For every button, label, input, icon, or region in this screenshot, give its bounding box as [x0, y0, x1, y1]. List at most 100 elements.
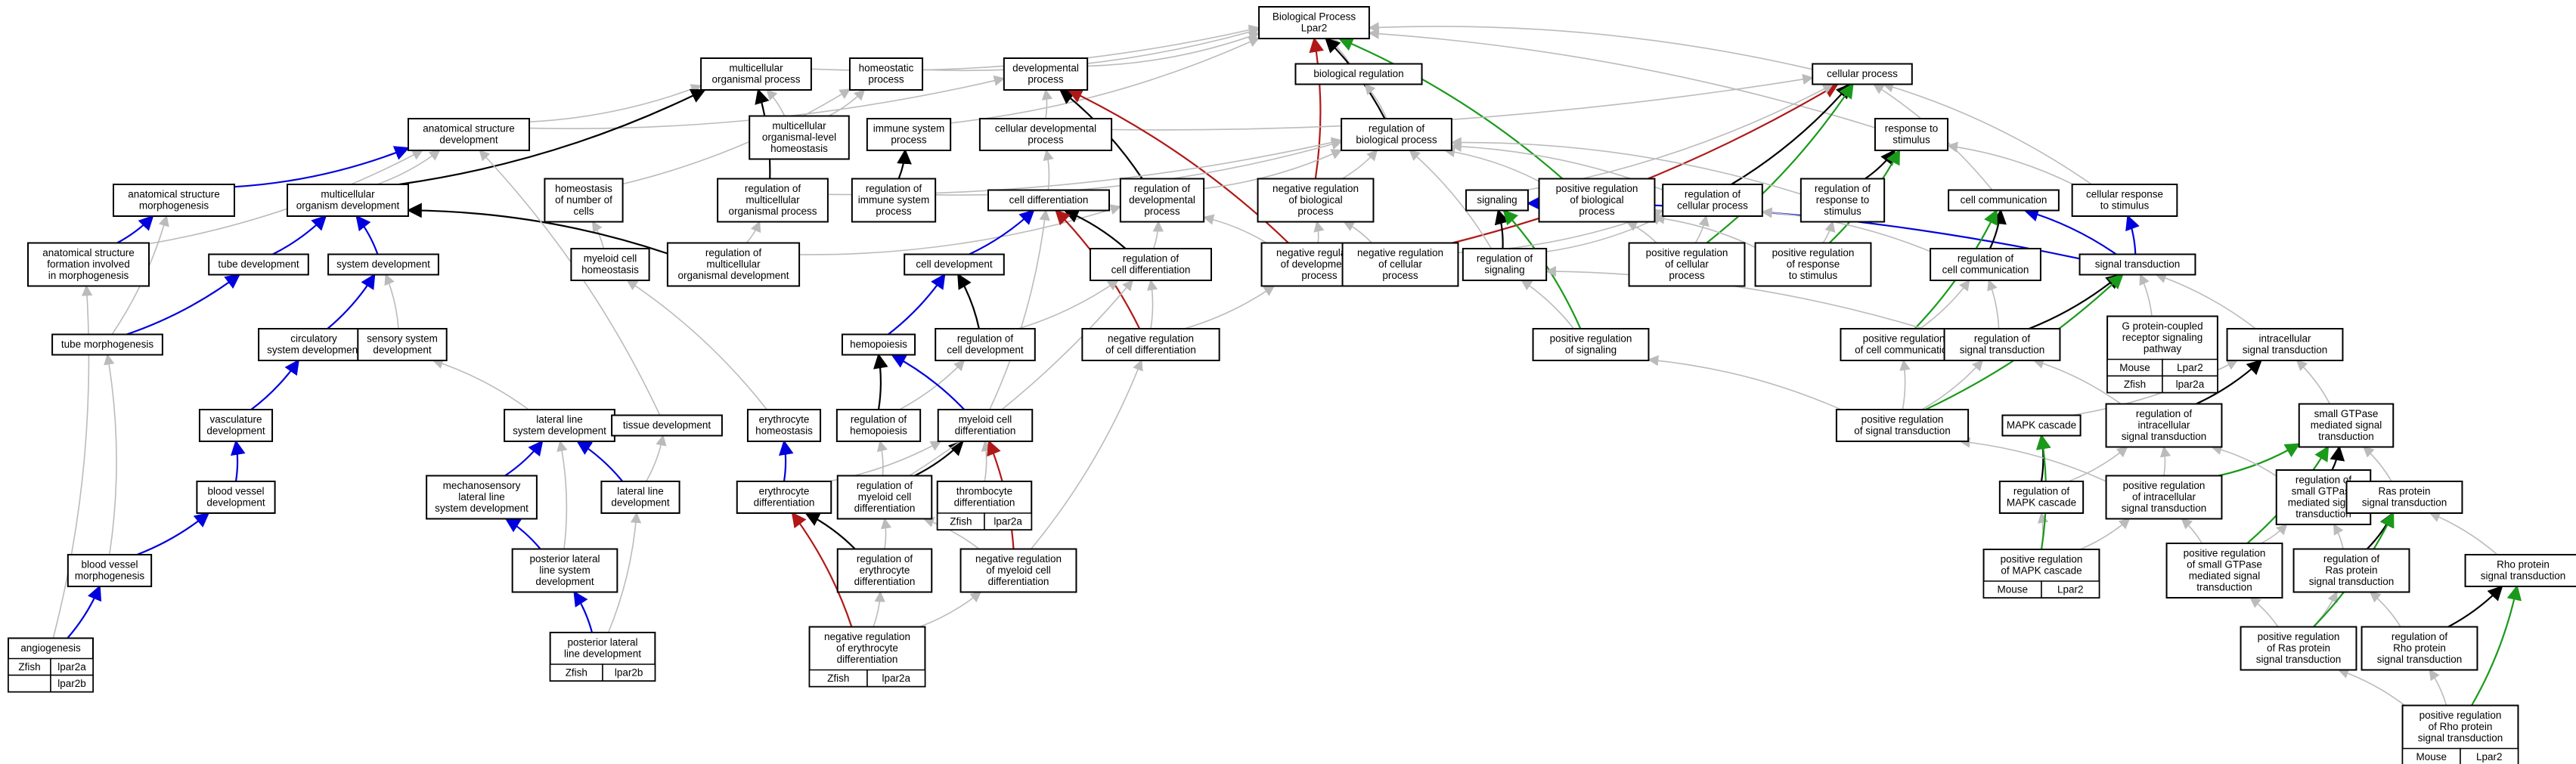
go-term-node-cp[interactable]: cellular process	[1812, 63, 1913, 85]
tag-label: Zfish	[950, 516, 972, 527]
edge-is-a-prst-to-prcc	[1899, 359, 1911, 410]
go-term-node-td[interactable]: tube development	[208, 253, 309, 276]
node-label-line: sensory system	[367, 333, 438, 345]
node-label-line: cellular developmental	[995, 123, 1096, 135]
tag-label: Lpar2	[2177, 362, 2203, 373]
go-term-node-hemo[interactable]: hemopoiesis	[841, 333, 916, 356]
node-label-line: differentiation	[837, 654, 898, 665]
edge-is-a-rmcd-to-rhemo	[876, 440, 888, 476]
go-term-node-sig[interactable]: signaling	[1465, 189, 1529, 212]
edge-is-a-thd-to-mcd	[981, 440, 992, 482]
node-label-line: process	[876, 206, 912, 217]
node-label-line: multicellular	[729, 63, 783, 74]
go-term-node-tm[interactable]: tube morphogenesis	[51, 333, 163, 356]
go-term-node-mapk[interactable]: MAPK cascade	[2001, 414, 2082, 437]
go-term-node-cc[interactable]: cell communication	[1948, 189, 2060, 212]
node-label-line: receptor signaling	[2122, 332, 2203, 343]
go-term-node-sd[interactable]: system development	[327, 253, 439, 276]
node-label-line: negative regulation	[975, 553, 1062, 564]
node-label-line: signal transduction	[2256, 654, 2342, 665]
go-term-node-breg[interactable]: biological regulation	[1294, 63, 1423, 85]
go-term-node-tisd[interactable]: tissue development	[611, 414, 723, 437]
edge-is-a-prrho-to-prras	[2337, 667, 2405, 707]
go-term-node-cdev[interactable]: cell development	[904, 253, 1005, 276]
go-term-node-st[interactable]: signal transduction	[2078, 253, 2196, 276]
species-gene-tag: Lpar2	[2041, 580, 2100, 599]
node-label-line: cell development	[947, 345, 1024, 356]
go-term-node-cdiff[interactable]: cell differentiation	[987, 189, 1110, 212]
node-label-line: differentiation	[754, 497, 815, 509]
